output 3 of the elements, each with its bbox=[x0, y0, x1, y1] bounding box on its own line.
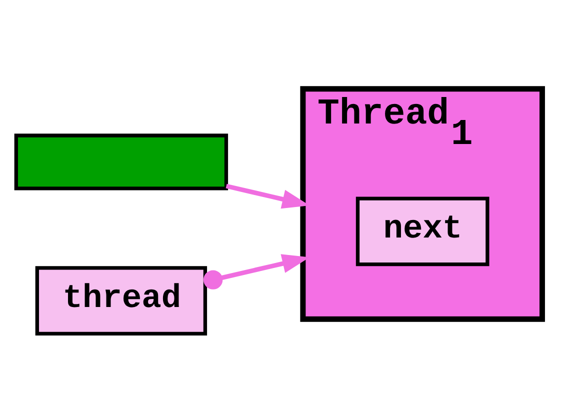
node-box: thread bbox=[35, 266, 208, 336]
node-box bbox=[14, 133, 228, 190]
node-box: next bbox=[356, 196, 490, 266]
